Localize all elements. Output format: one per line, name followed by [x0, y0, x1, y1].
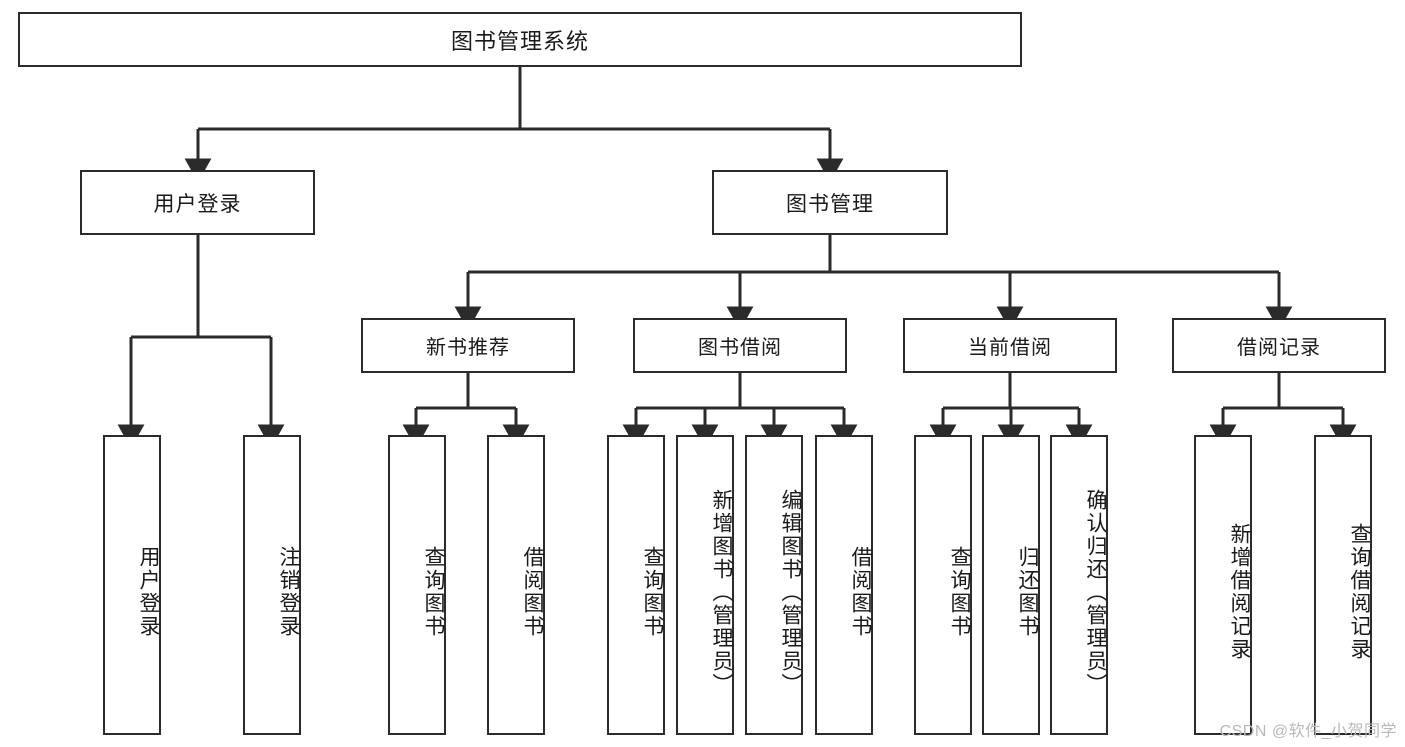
node-book-borrow[interactable]: 图书借阅 [633, 318, 847, 373]
leaf-add-book-admin[interactable]: 新增图书（管理员） [676, 435, 734, 735]
leaf-borrow-book[interactable]: 借阅图书 [815, 435, 873, 735]
leaf-query-borrow-record[interactable]: 查询借阅记录 [1314, 435, 1372, 735]
csdn-watermark: CSDN @软件_小贺同学 [1219, 723, 1397, 740]
node-borrow-record[interactable]: 借阅记录 [1172, 318, 1386, 373]
node-root-system[interactable]: 图书管理系统 [18, 12, 1022, 67]
node-current-borrow[interactable]: 当前借阅 [903, 318, 1117, 373]
leaf-edit-book-admin[interactable]: 编辑图书（管理员） [745, 435, 803, 735]
node-book-management[interactable]: 图书管理 [712, 170, 948, 235]
node-user-login[interactable]: 用户登录 [80, 170, 315, 235]
leaf-query-book-current[interactable]: 查询图书 [914, 435, 972, 735]
node-new-book-recommend[interactable]: 新书推荐 [361, 318, 575, 373]
leaf-borrow-book-recommend[interactable]: 借阅图书 [487, 435, 545, 735]
leaf-add-borrow-record[interactable]: 新增借阅记录 [1194, 435, 1252, 735]
leaf-query-book-borrow[interactable]: 查询图书 [607, 435, 665, 735]
leaf-user-login[interactable]: 用户登录 [103, 435, 161, 735]
leaf-confirm-return-admin[interactable]: 确认归还（管理员） [1050, 435, 1108, 735]
leaf-query-book-recommend[interactable]: 查询图书 [388, 435, 446, 735]
leaf-user-logout[interactable]: 注销登录 [243, 435, 301, 735]
leaf-return-book[interactable]: 归还图书 [982, 435, 1040, 735]
